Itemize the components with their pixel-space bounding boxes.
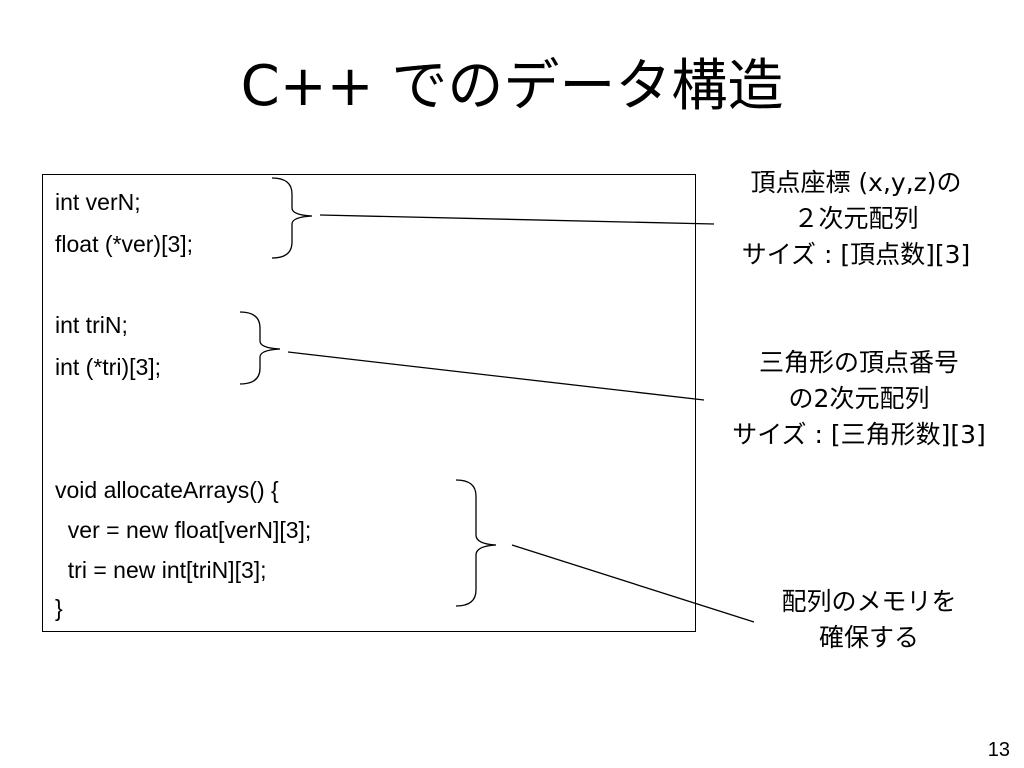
slide-title: C++ でのデータ構造 <box>240 54 784 119</box>
page-number: 13 <box>987 739 1010 761</box>
code-box: int verN; float (*ver)[3]; int triN; int… <box>42 174 696 632</box>
triangle-brace <box>239 311 281 385</box>
vertex-annotation-line-1: 頂点座標 (x,y,z)の <box>750 168 962 197</box>
triangle-annotation-line-2: の2次元配列 <box>788 384 930 413</box>
triangle-annotation-line-1: 三角形の頂点番号 <box>758 348 959 377</box>
allocate-brace <box>455 479 497 607</box>
allocate-annotation-line-2: 確保する <box>818 623 919 652</box>
allocate-annotation-line-1: 配列のメモリを <box>781 587 957 616</box>
vertex-connector-line <box>319 214 715 225</box>
code-line-closing-brace: } <box>55 595 63 621</box>
triangle-annotation-line-3: サイズ : [三角形数][3] <box>732 420 986 449</box>
code-line-trin: int triN; <box>55 312 128 338</box>
code-line-ver-pointer: float (*ver)[3]; <box>55 231 194 257</box>
vertex-annotation: 頂点座標 (x,y,z)の ２次元配列 サイズ : [頂点数][3] <box>704 165 1008 273</box>
code-line-ver-allocation: ver = new float[verN][3]; <box>55 517 312 543</box>
allocate-connector-line <box>511 544 755 623</box>
code-line-function-signature: void allocateArrays() { <box>55 477 279 503</box>
code-line-tri-allocation: tri = new int[triN][3]; <box>55 557 267 583</box>
triangle-annotation: 三角形の頂点番号 の2次元配列 サイズ : [三角形数][3] <box>696 345 1022 453</box>
code-line-vern: int verN; <box>55 189 141 215</box>
code-line-tri-pointer: int (*tri)[3]; <box>55 354 162 380</box>
vertex-annotation-line-2: ２次元配列 <box>793 204 919 233</box>
vertex-brace <box>271 177 313 259</box>
allocate-annotation: 配列のメモリを 確保する <box>734 584 1004 656</box>
vertex-annotation-line-3: サイズ : [頂点数][3] <box>741 240 971 269</box>
triangle-connector-line <box>287 351 705 401</box>
